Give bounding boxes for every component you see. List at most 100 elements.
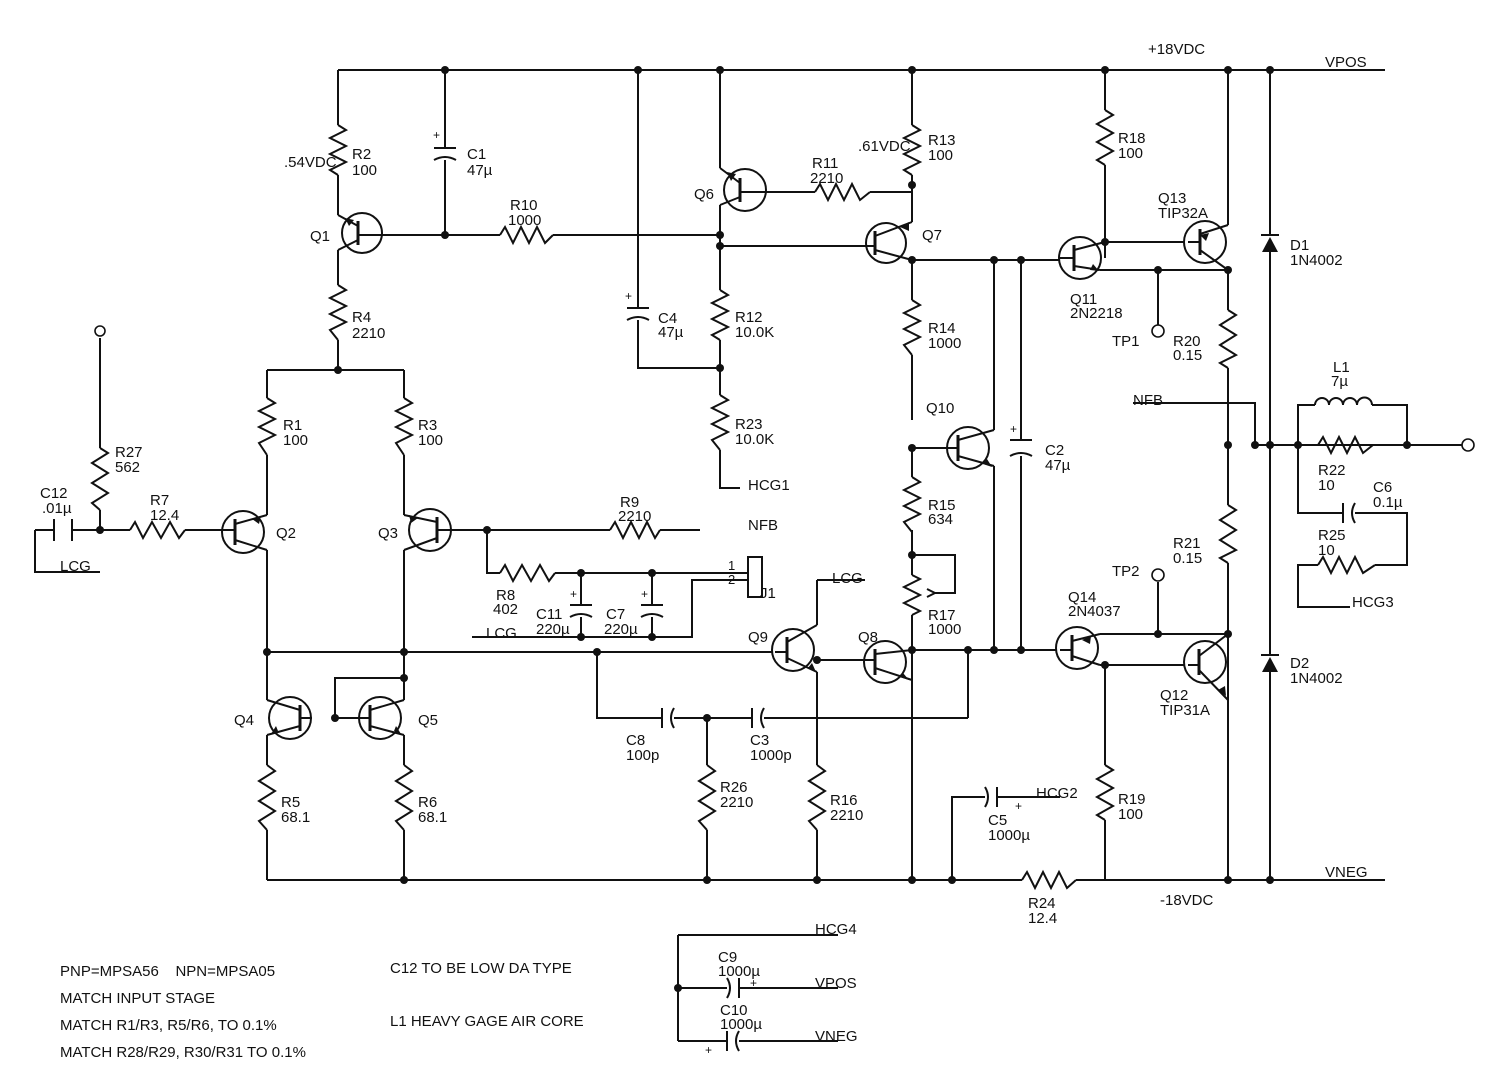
input-terminal xyxy=(94,325,106,337)
q11-part: 2N2218 xyxy=(1070,305,1123,322)
d1-part: 1N4002 xyxy=(1290,252,1343,269)
q13-ref: Q13 xyxy=(1158,190,1186,207)
c4-ref: C4 xyxy=(658,310,677,327)
transistor-q4 xyxy=(266,696,312,740)
capacitor-c3 xyxy=(751,707,765,729)
r23-ref: R23 xyxy=(735,416,763,433)
capacitor-c9: + xyxy=(726,976,757,999)
r16-ref: R16 xyxy=(830,792,858,809)
r13-val: 100 xyxy=(928,147,953,164)
resistor-r24 xyxy=(1021,869,1077,891)
r26-ref: R26 xyxy=(720,779,748,796)
note-match-r1-r3: MATCH R1/R3, R5/R6, TO 0.1% xyxy=(60,1017,277,1034)
d2-ref: D2 xyxy=(1290,655,1309,672)
q5-ref: Q5 xyxy=(418,712,438,729)
net-hcg4: HCG4 xyxy=(815,921,857,938)
r20-ref: R20 xyxy=(1173,333,1201,350)
r27-val: 562 xyxy=(115,459,140,476)
q13-part: TIP32A xyxy=(1158,205,1208,222)
r3-val: 100 xyxy=(418,432,443,449)
j1-pin2: 2 xyxy=(728,572,735,587)
r18-val: 100 xyxy=(1118,145,1143,162)
net-nfb-output: NFB xyxy=(1133,392,1163,409)
resistor-r3 xyxy=(393,397,415,456)
c10-ref: C10 xyxy=(720,1002,748,1019)
pos-rail-voltage: +18VDC xyxy=(1148,41,1205,58)
resistor-r18 xyxy=(1094,109,1116,166)
resistor-r23 xyxy=(709,394,731,451)
resistor-r26 xyxy=(697,764,717,831)
net-lcg-input: LCG xyxy=(60,558,91,575)
note-c12-low-da: C12 TO BE LOW DA TYPE xyxy=(390,960,572,977)
r17-ref: R17 xyxy=(928,607,956,624)
c9-val: 1000µ xyxy=(718,963,760,980)
transistor-q10 xyxy=(944,426,995,470)
r23-val: 10.0K xyxy=(735,431,774,448)
wires xyxy=(34,69,1462,1042)
resistor-r13 xyxy=(901,124,923,176)
capacitor-c10: + xyxy=(705,1030,740,1057)
r27-ref: R27 xyxy=(115,444,143,461)
r4-val: 2210 xyxy=(352,325,385,342)
r21-ref: R21 xyxy=(1173,535,1201,552)
r24-ref: R24 xyxy=(1028,895,1056,912)
net-lcg-j1: LCG xyxy=(486,625,517,642)
resistor-r2 xyxy=(327,124,349,176)
resistor-r22 xyxy=(1317,434,1374,456)
note-l1-air-core: L1 HEAVY GAGE AIR CORE xyxy=(390,1013,584,1030)
c3-val: 1000p xyxy=(750,747,792,764)
neg-rail-voltage: -18VDC xyxy=(1160,892,1214,909)
q12-ref: Q12 xyxy=(1160,687,1188,704)
resistor-r12 xyxy=(709,289,731,341)
r19-val: 100 xyxy=(1118,806,1143,823)
c12-ref: C12 xyxy=(40,485,68,502)
r14-ref: R14 xyxy=(928,320,956,337)
q9-ref: Q9 xyxy=(748,629,768,646)
r3-ref: R3 xyxy=(418,417,437,434)
diode-d1 xyxy=(1261,234,1279,252)
r21-val: 0.15 xyxy=(1173,550,1202,567)
note-match-r28-r29: MATCH R28/R29, R30/R31 TO 0.1% xyxy=(60,1044,306,1061)
q10-ref: Q10 xyxy=(926,400,954,417)
r10-ref: R10 xyxy=(510,197,538,214)
transistor-q8 xyxy=(860,640,913,684)
svg-text:+: + xyxy=(433,128,440,142)
capacitor-c5: + xyxy=(984,786,1022,813)
r8-ref: R8 xyxy=(496,587,515,604)
c1-val: 47µ xyxy=(467,162,493,179)
r15-ref: R15 xyxy=(928,497,956,514)
r9-val: 2210 xyxy=(618,508,651,525)
resistor-r11 xyxy=(814,181,871,203)
transistor-q7 xyxy=(865,221,913,264)
capacitor-c1: + xyxy=(433,128,457,161)
q4-ref: Q4 xyxy=(234,712,254,729)
r26-val: 2210 xyxy=(720,794,753,811)
neg-rail-net: VNEG xyxy=(1325,864,1368,881)
svg-text:+: + xyxy=(1015,799,1022,813)
tp2-label: TP2 xyxy=(1112,563,1140,580)
transistor-q6 xyxy=(719,167,767,212)
r6-val: 68.1 xyxy=(418,809,447,826)
c5-val: 1000µ xyxy=(988,827,1030,844)
capacitor-c6 xyxy=(1342,502,1356,524)
resistor-r5 xyxy=(257,764,277,831)
c8-ref: C8 xyxy=(626,732,645,749)
resistor-r17 xyxy=(901,574,923,616)
tp1-label: TP1 xyxy=(1112,333,1140,350)
note-match-input: MATCH INPUT STAGE xyxy=(60,990,215,1007)
resistor-r6 xyxy=(394,764,414,831)
svg-text:+: + xyxy=(570,587,577,601)
svg-text:+: + xyxy=(1010,422,1017,436)
r4-ref: R4 xyxy=(352,309,371,326)
c12-val: .01µ xyxy=(42,500,72,517)
r16-val: 2210 xyxy=(830,807,863,824)
q3-ref: Q3 xyxy=(378,525,398,542)
r25-ref: R25 xyxy=(1318,527,1346,544)
q11-ref: Q11 xyxy=(1070,291,1097,308)
svg-text:+: + xyxy=(625,289,632,303)
q12-part: TIP31A xyxy=(1160,702,1210,719)
transistor-q11 xyxy=(1058,236,1106,280)
c2-ref: C2 xyxy=(1045,442,1064,459)
resistor-r21 xyxy=(1217,504,1239,564)
q6-ref: Q6 xyxy=(694,186,714,203)
